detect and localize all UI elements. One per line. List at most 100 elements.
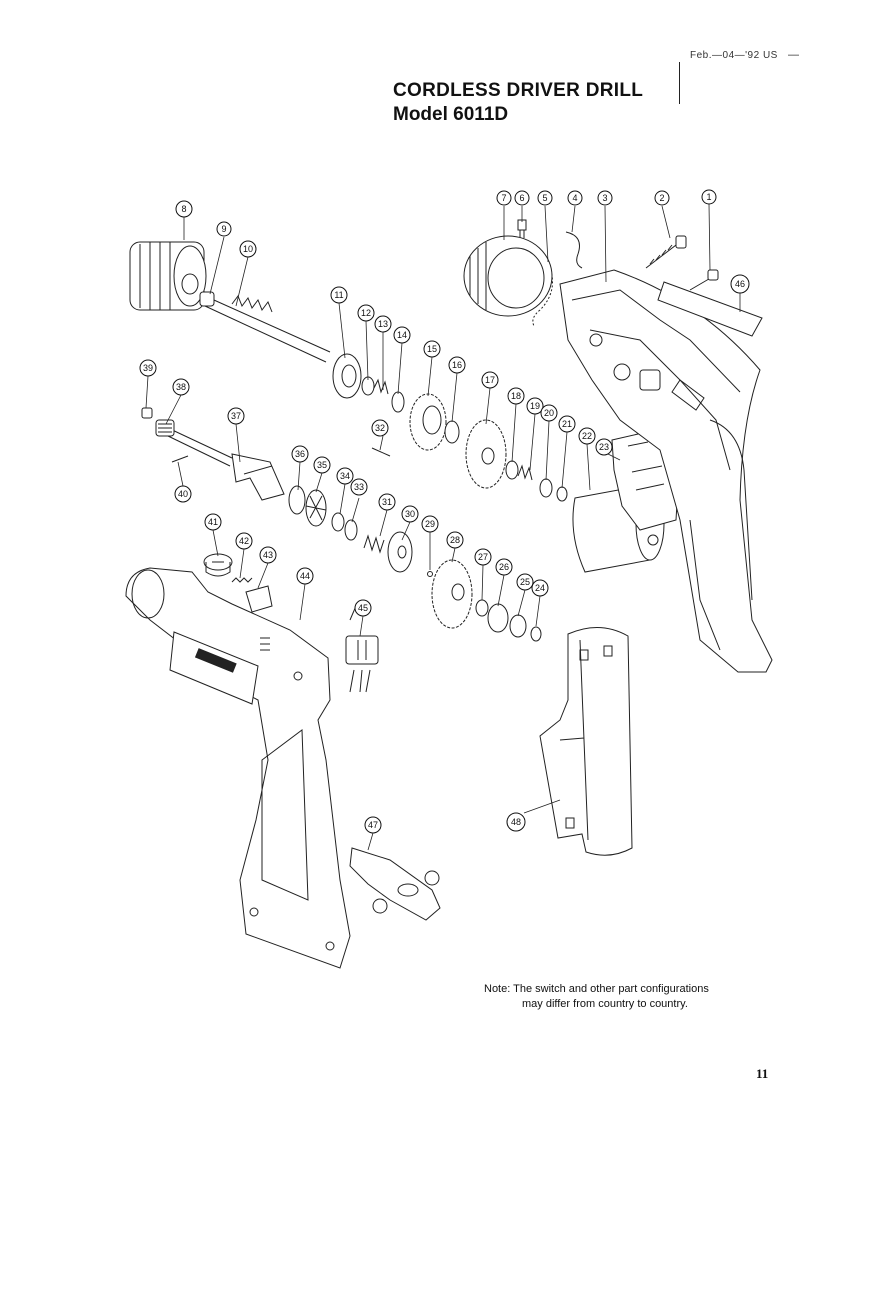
- part-ring-18: [505, 460, 519, 480]
- svg-text:19: 19: [530, 401, 540, 411]
- callout-47: 47: [364, 816, 382, 834]
- callout-12: 12: [357, 304, 375, 322]
- part-ring-24: [530, 626, 542, 642]
- svg-text:45: 45: [358, 603, 368, 613]
- callout-1: 1: [701, 189, 717, 205]
- callout-33: 33: [350, 478, 368, 496]
- callout-42: 42: [235, 532, 253, 550]
- part-ring-21: [556, 486, 568, 502]
- svg-text:46: 46: [735, 279, 745, 289]
- svg-text:15: 15: [427, 344, 437, 354]
- part-housing-left: [125, 567, 351, 969]
- part-bearing: [332, 353, 362, 399]
- svg-text:35: 35: [317, 460, 327, 470]
- callout-2: 2: [654, 190, 670, 206]
- part-pin-32: [371, 447, 391, 457]
- part-carrier-30: [387, 531, 413, 573]
- svg-text:8: 8: [181, 204, 186, 214]
- svg-text:20: 20: [544, 408, 554, 418]
- part-ring-34: [331, 512, 345, 532]
- part-ball-29: [427, 571, 433, 577]
- svg-text:33: 33: [354, 482, 364, 492]
- svg-text:24: 24: [535, 583, 545, 593]
- part-spring-31: [363, 534, 385, 554]
- callout-37: 37: [227, 407, 245, 425]
- part-chuck: [129, 241, 207, 311]
- svg-text:21: 21: [562, 419, 572, 429]
- part-screw-39: [141, 407, 153, 419]
- callout-41: 41: [204, 513, 222, 531]
- callout-19: 19: [526, 397, 544, 415]
- part-screw-6: [517, 219, 527, 238]
- part-bearing-26: [487, 603, 509, 633]
- svg-text:9: 9: [221, 224, 226, 234]
- svg-text:38: 38: [176, 382, 186, 392]
- callout-5: 5: [537, 190, 553, 206]
- callout-24: 24: [531, 579, 549, 597]
- svg-text:12: 12: [361, 308, 371, 318]
- callout-44: 44: [296, 567, 314, 585]
- callout-31: 31: [378, 493, 396, 511]
- svg-text:5: 5: [542, 193, 547, 203]
- callout-25: 25: [516, 573, 534, 591]
- svg-text:6: 6: [519, 193, 524, 203]
- part-washer-20: [539, 478, 553, 498]
- part-spring-13: [373, 378, 389, 395]
- callout-3: 3: [597, 190, 613, 206]
- part-spindle: [199, 291, 331, 363]
- svg-text:1: 1: [706, 192, 711, 202]
- svg-text:34: 34: [340, 471, 350, 481]
- part-clutch-35: [305, 489, 327, 527]
- callout-30: 30: [401, 505, 419, 523]
- part-spring-19: [517, 464, 533, 481]
- svg-text:2: 2: [659, 193, 664, 203]
- callout-27: 27: [474, 548, 492, 566]
- part-washer-36: [288, 485, 306, 515]
- dash-mark: —: [788, 49, 799, 61]
- callout-17: 17: [481, 371, 499, 389]
- callout-35: 35: [313, 456, 331, 474]
- part-washer-14: [391, 391, 405, 413]
- svg-text:4: 4: [572, 193, 577, 203]
- callout-8: 8: [175, 200, 193, 218]
- svg-text:31: 31: [382, 497, 392, 507]
- part-screw-1: [689, 269, 719, 291]
- svg-text:14: 14: [397, 330, 407, 340]
- svg-text:29: 29: [425, 519, 435, 529]
- callout-48: 48: [506, 812, 526, 832]
- part-knob-41: [203, 553, 233, 577]
- note-line-2: may differ from country to country.: [522, 998, 688, 1010]
- part-spring-42: [231, 577, 253, 583]
- svg-text:17: 17: [485, 375, 495, 385]
- part-lever-43: [245, 585, 273, 613]
- callout-32: 32: [371, 419, 389, 437]
- callout-22: 22: [578, 427, 596, 445]
- part-ring-33: [344, 519, 358, 541]
- part-gear-17: [465, 419, 507, 489]
- callout-26: 26: [495, 558, 513, 576]
- svg-text:27: 27: [478, 552, 488, 562]
- callout-39: 39: [139, 359, 157, 377]
- part-shaft-37: [167, 427, 285, 501]
- part-bracket-47: [349, 847, 441, 921]
- callout-40: 40: [174, 485, 192, 503]
- svg-text:18: 18: [511, 391, 521, 401]
- callout-6: 6: [514, 190, 530, 206]
- callout-10: 10: [239, 240, 257, 258]
- callout-28: 28: [446, 531, 464, 549]
- svg-text:44: 44: [300, 571, 310, 581]
- svg-text:42: 42: [239, 536, 249, 546]
- page-title: CORDLESS DRIVER DRILL: [393, 80, 644, 101]
- svg-text:39: 39: [143, 363, 153, 373]
- svg-text:41: 41: [208, 517, 218, 527]
- svg-text:30: 30: [405, 509, 415, 519]
- svg-text:47: 47: [368, 820, 378, 830]
- callout-13: 13: [374, 315, 392, 333]
- svg-text:36: 36: [295, 449, 305, 459]
- page-number: 11: [756, 1066, 769, 1081]
- svg-text:43: 43: [263, 550, 273, 560]
- callout-45: 45: [354, 599, 372, 617]
- svg-text:28: 28: [450, 535, 460, 545]
- callout-43: 43: [259, 546, 277, 564]
- note-line-1: Note: The switch and other part configur…: [484, 983, 709, 995]
